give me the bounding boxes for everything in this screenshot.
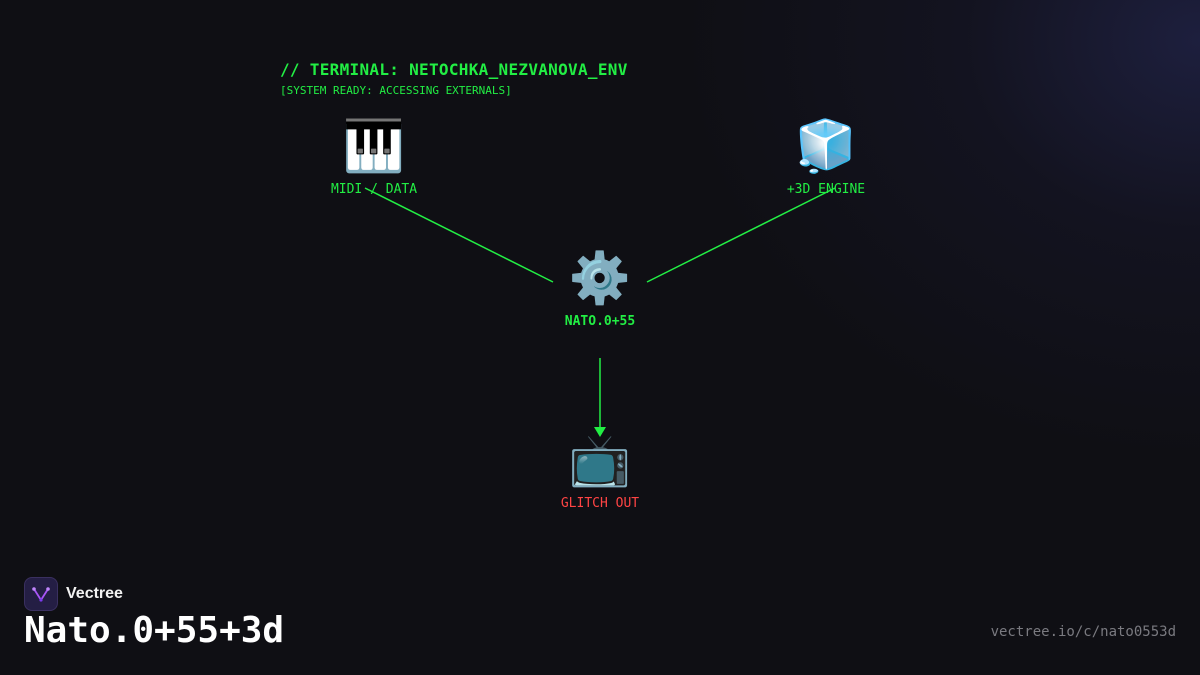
- brand-name: Vectree: [66, 585, 123, 602]
- piano-keys-icon: 🎹: [342, 117, 406, 175]
- page-title: Nato.0+55+3d: [24, 610, 285, 651]
- node-midi-data[interactable]: 🎹 MIDI / DATA: [314, 116, 434, 197]
- page-url[interactable]: vectree.io/c/nato0553d: [990, 624, 1176, 640]
- node-core[interactable]: ⚙️ NATO.0+55: [540, 248, 660, 329]
- brand[interactable]: Vectree: [24, 577, 123, 611]
- node-label: MIDI / DATA: [330, 182, 418, 197]
- edge-midi-to-core: [364, 187, 554, 283]
- television-icon: 📺: [568, 431, 632, 489]
- cube-icon: 🧊: [794, 117, 858, 175]
- node-glitch-out[interactable]: 📺 GLITCH OUT: [540, 430, 660, 511]
- terminal-status: [SYSTEM READY: ACCESSING EXTERNALS]: [280, 84, 512, 97]
- gear-icon: ⚙️: [568, 249, 632, 307]
- terminal-title: // TERMINAL: NETOCHKA_NEZVANOVA_ENV: [280, 60, 628, 79]
- node-label: NATO.0+55: [564, 314, 636, 329]
- node-label: +3D ENGINE: [786, 182, 866, 197]
- edge-3d-to-core: [646, 187, 836, 283]
- node-label: GLITCH OUT: [560, 496, 640, 511]
- node-3d-engine[interactable]: 🧊 +3D ENGINE: [766, 116, 886, 197]
- vectree-logo-icon: [24, 577, 58, 611]
